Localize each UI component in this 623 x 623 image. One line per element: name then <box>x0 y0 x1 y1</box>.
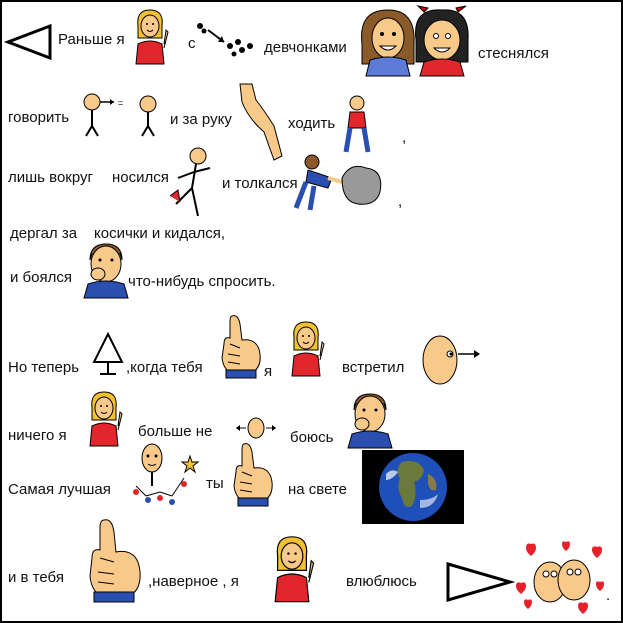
tiny-face-arrows-icon <box>234 416 278 440</box>
text-na-svete: на свете <box>288 481 347 498</box>
running-person-icon <box>164 146 224 222</box>
text-navernoe-ya: ,наверное , я <box>148 573 239 590</box>
text-s: с <box>188 35 196 52</box>
text-comma-3: , <box>398 193 403 210</box>
text-devchonkami: девчонками <box>264 39 347 56</box>
text-chto-nibud: что-нибудь спросить. <box>128 273 276 290</box>
arrow-right-icon <box>444 560 516 604</box>
walking-boy-icon <box>342 94 372 154</box>
text-no-teper: Но теперь <box>8 359 80 376</box>
dots-arrow-icon <box>194 20 256 60</box>
text-kogda-tebya: ,когда тебя <box>126 359 203 376</box>
text-ya-6: я <box>264 363 273 380</box>
text-steslyalsya: стеснялся <box>478 45 549 62</box>
text-i-v-tebya: и в тебя <box>8 569 64 586</box>
text-dergal-za: дергал за <box>10 225 78 242</box>
earth-icon <box>362 450 464 524</box>
pointing-hand-icon <box>84 518 144 603</box>
two-girls-icon <box>358 4 474 77</box>
pointing-hand-icon <box>218 314 264 379</box>
shy-boy-icon <box>347 392 393 449</box>
text-comma-2: , <box>402 129 407 146</box>
text-nosilsya: носился <box>112 169 169 186</box>
text-hodit: ходить <box>288 115 336 132</box>
text-vstretil: встретил <box>342 359 405 376</box>
text-govorit: говорить <box>8 109 70 126</box>
svg-text:=: = <box>118 98 123 108</box>
text-ty: ты <box>206 475 224 492</box>
best-person-icon <box>126 442 200 508</box>
pushing-man-icon <box>292 152 384 214</box>
girl-waving-icon <box>268 532 316 604</box>
text-lish-vokrug: лишь вокруг <box>8 169 93 186</box>
text-i-boyalsya: и боялся <box>10 269 72 286</box>
speaking-person-icon: = <box>80 92 166 137</box>
faces-hearts-icon <box>516 540 612 618</box>
text-i-tolkalsya: и толкался <box>222 175 298 192</box>
shy-boy-icon <box>83 242 129 299</box>
girl-waving-icon <box>84 390 124 447</box>
pointing-hand-icon <box>230 442 276 507</box>
text-kosichki: косички и кидался, <box>94 225 226 242</box>
text-nichego-ya: ничего я <box>8 427 67 444</box>
text-period: . <box>606 587 611 604</box>
arrow-left-icon <box>3 23 52 61</box>
looking-face-icon <box>420 332 484 388</box>
girl-waving-icon <box>286 320 326 377</box>
girl-waving-icon <box>130 8 170 65</box>
tree-icon <box>92 331 124 376</box>
text-bolshe-ne: больше не <box>138 423 213 440</box>
arm-hand-icon <box>234 82 284 162</box>
text-i-za-ruku: и за руку <box>170 111 232 128</box>
text-samaya-luchshaya: Самая лучшая <box>8 481 111 498</box>
text-ranshe-ya: Раньше я <box>58 31 125 48</box>
text-vlyublyus: влюблюсь <box>346 573 417 590</box>
text-boyus: боюсь <box>290 429 334 446</box>
